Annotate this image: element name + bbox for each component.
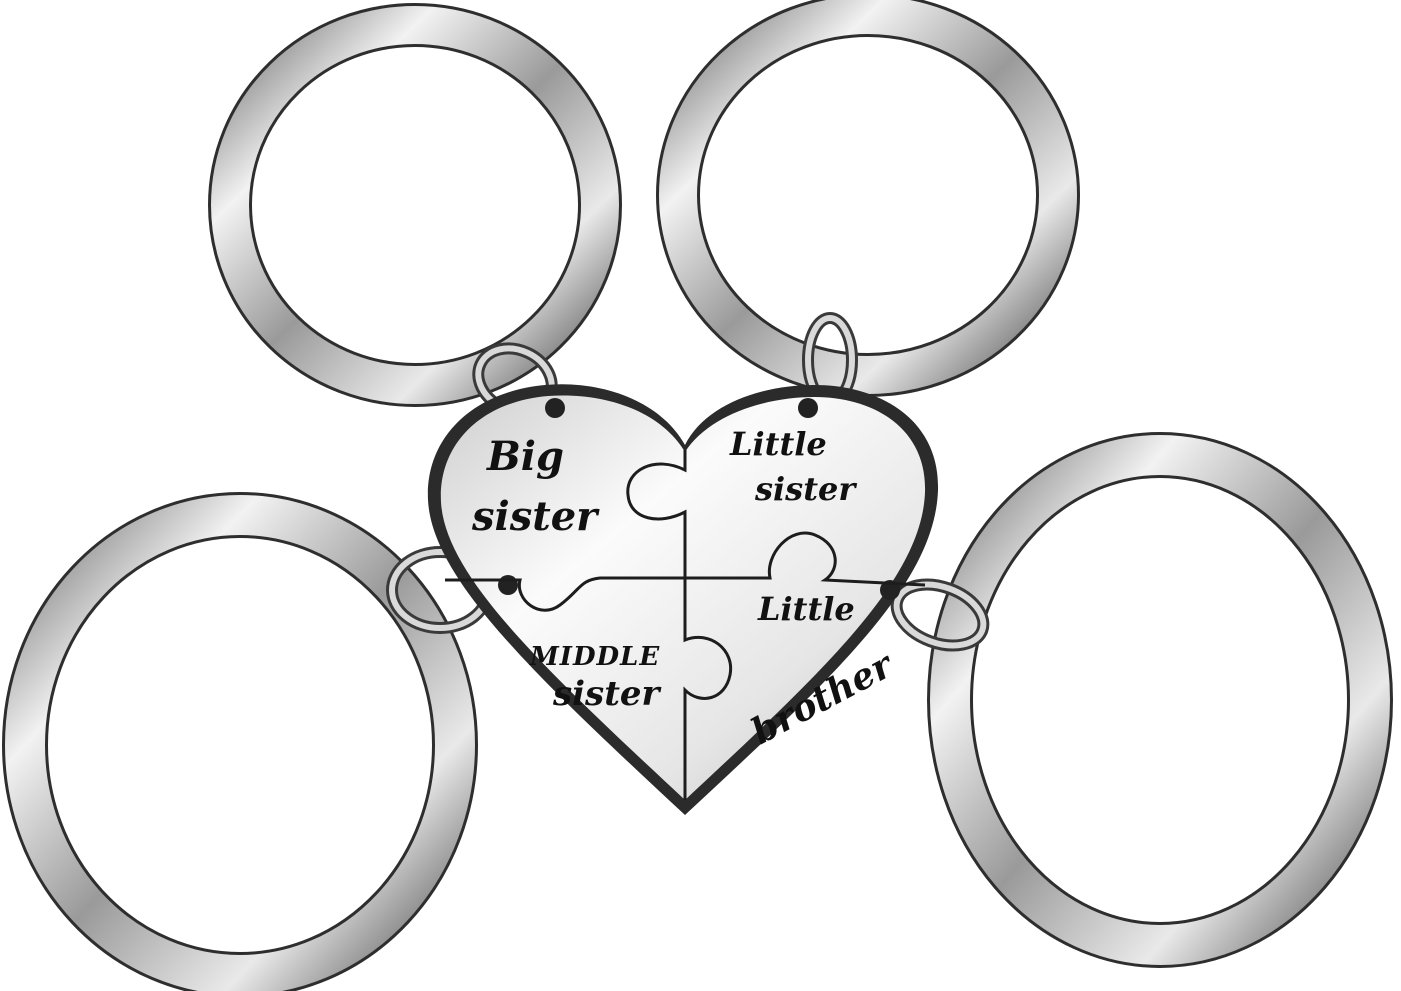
puzzle-seam-horizontal [445,531,926,612]
key-ring-bottom-left [2,492,478,991]
little-sister-line1: Little [729,425,827,463]
middle-sister-line2: sister [552,674,662,714]
big-sister-line1: Big [486,433,564,480]
puzzle-seam-vertical [626,450,733,800]
little-sister-line2: sister [754,470,857,508]
key-ring-bottom-right [927,432,1393,968]
key-ring-top-left [208,3,622,407]
middle-sister-line1: MIDDLE [529,642,660,672]
jump-ring-right-bottom [890,578,990,652]
heart-pendant: Big sister Little sister MIDDLE sister L… [427,384,939,815]
pendant-hole [498,575,518,595]
pendant-hole [545,398,565,418]
little-brother-line1: Little [757,590,855,628]
pendant-hole [798,398,818,418]
key-ring-top-right [656,0,1080,397]
big-sister-line2: sister [471,493,600,540]
